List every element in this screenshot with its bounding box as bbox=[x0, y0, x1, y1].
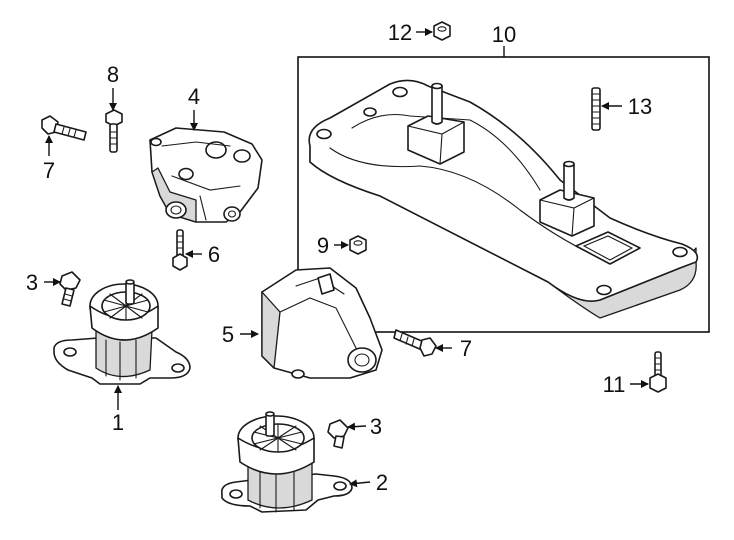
callout-7b: 7 bbox=[460, 336, 472, 361]
callout-3a: 3 bbox=[26, 270, 38, 295]
callout-labels: 1 2 3 3 4 5 6 7 7 8 9 10 11 12 13 bbox=[26, 20, 652, 495]
leader-2 bbox=[349, 479, 371, 488]
callout-8: 8 bbox=[107, 62, 119, 87]
part-8-bolt bbox=[105, 109, 123, 153]
part-3b-bolt bbox=[327, 419, 349, 449]
part-10-crossmember bbox=[308, 79, 699, 319]
part-7a-bolt bbox=[41, 115, 87, 141]
callout-4: 4 bbox=[188, 84, 200, 109]
part-7b-bolt bbox=[393, 329, 437, 357]
part-10-crossmember-group bbox=[297, 56, 710, 333]
callout-2: 2 bbox=[376, 470, 388, 495]
callout-1: 1 bbox=[112, 410, 124, 435]
part-1-engine-mount bbox=[53, 279, 191, 385]
part-13-stud bbox=[591, 87, 601, 131]
callout-12: 12 bbox=[388, 20, 412, 45]
callout-10: 10 bbox=[492, 22, 516, 47]
part-4-engine-bracket bbox=[149, 127, 263, 223]
part-6-bolt bbox=[172, 229, 188, 271]
part-3a-bolt bbox=[59, 271, 81, 307]
part-11-bolt bbox=[649, 351, 667, 393]
part-5-mount-bracket bbox=[261, 267, 383, 379]
callout-6: 6 bbox=[208, 242, 220, 267]
part-2-engine-mount bbox=[220, 411, 353, 513]
part-12-nut bbox=[433, 21, 451, 41]
leader-lines bbox=[44, 28, 649, 488]
part-9-nut bbox=[349, 235, 367, 255]
callout-5: 5 bbox=[222, 322, 234, 347]
callout-13: 13 bbox=[628, 94, 652, 119]
callout-9: 9 bbox=[317, 233, 329, 258]
callout-7a: 7 bbox=[43, 158, 55, 183]
leader-3b bbox=[347, 422, 367, 431]
callout-3b: 3 bbox=[370, 414, 382, 439]
callout-11: 11 bbox=[603, 372, 626, 397]
